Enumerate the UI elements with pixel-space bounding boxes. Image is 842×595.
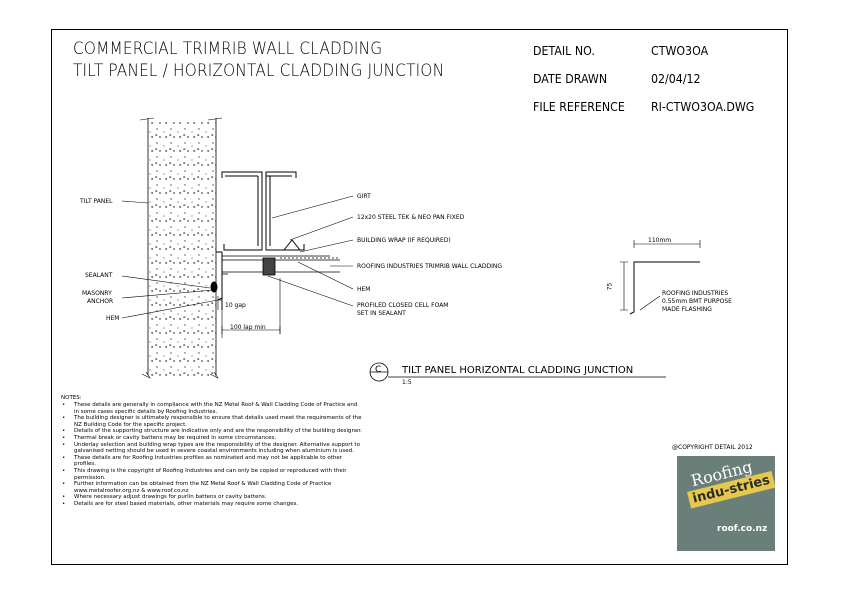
note-item: Underlay selection and building wrap typ… xyxy=(60,442,364,455)
label-gap: 10 gap xyxy=(225,302,246,309)
label-masonry-line1: MASONRY xyxy=(82,290,112,297)
date-value: 02/04/12 xyxy=(651,72,701,86)
label-tilt-panel: TILT PANEL xyxy=(80,198,113,205)
leader-lines xyxy=(121,195,661,319)
label-lap: 100 lap min xyxy=(230,324,266,331)
note-item: These details are generally in complianc… xyxy=(60,402,364,415)
title-line-2: TILT PANEL / HORIZONTAL CLADDING JUNCTIO… xyxy=(73,61,445,81)
girt xyxy=(221,171,305,251)
section-letter: C xyxy=(375,365,382,375)
cladding-profile xyxy=(221,239,340,276)
note-item: Details of the supporting structure are … xyxy=(60,428,364,435)
label-flashing-height: 75 xyxy=(606,282,614,291)
tilt-panel-section xyxy=(139,117,223,379)
label-foam-line2: SET IN SEALANT xyxy=(357,310,406,317)
notes-list: These details are generally in complianc… xyxy=(60,402,364,508)
label-tek-fixing: 12x20 STEEL TEK & NEO PAN FIXED xyxy=(357,214,465,221)
label-flashing-width: 110mm xyxy=(648,237,672,244)
flashing-detail xyxy=(629,261,700,315)
label-building-wrap: BUILDING WRAP (IF REQUIRED) xyxy=(357,237,451,244)
roofing-industries-logo: Roofing indu-stries roof.co.nz xyxy=(677,456,775,551)
note-item: Thermal break or cavity battens may be r… xyxy=(60,435,364,442)
label-sealant: SEALANT xyxy=(85,272,113,279)
note-item: The building designer is ultimately resp… xyxy=(60,415,364,428)
label-flashing-note-2: 0.55mm BMT PURPOSE xyxy=(662,298,732,305)
label-foam-line1: PROFILED CLOSED CELL FOAM xyxy=(357,302,449,309)
label-hem-left: HEM xyxy=(106,315,120,322)
label-flashing-note-3: MADE FLASHING xyxy=(662,306,712,313)
section-scale: 1:5 xyxy=(402,379,412,386)
file-reference-label: FILE REFERENCE xyxy=(533,100,625,114)
note-item: This drawing is the copyright of Roofing… xyxy=(60,468,364,481)
note-item: Where necessary adjust drawings for purl… xyxy=(60,494,364,501)
drawing-frame xyxy=(51,29,788,565)
label-masonry-line2: ANCHOR xyxy=(87,298,114,305)
detail-no-value: CTWO3OA xyxy=(651,44,709,58)
title-line-1: COMMERCIAL TRIMRIB WALL CLADDING xyxy=(73,39,383,59)
file-reference-value: RI-CTWO3OA.DWG xyxy=(651,100,755,114)
note-item: These details are for Roofing Industries… xyxy=(60,455,364,468)
label-girt: GIRT xyxy=(357,193,371,200)
dimension-lines xyxy=(217,240,701,338)
note-item: Details are for steel based materials, o… xyxy=(60,501,364,508)
detail-no-label: DETAIL NO. xyxy=(533,44,595,58)
label-cladding: ROOFING INDUSTRIES TRIMRIB WALL CLADDING xyxy=(357,263,503,270)
date-label: DATE DRAWN xyxy=(533,72,608,86)
notes-heading: NOTES: xyxy=(61,395,82,401)
label-hem-right: HEM xyxy=(357,286,371,293)
label-flashing-note-1: ROOFING INDUSTRIES xyxy=(662,290,729,297)
section-title: TILT PANEL HORIZONTAL CLADDING JUNCTION xyxy=(402,365,634,376)
flashing-profile xyxy=(210,251,223,310)
note-item: Further information can be obtained from… xyxy=(60,481,364,494)
section-marker xyxy=(369,362,666,382)
logo-url: roof.co.nz xyxy=(717,524,768,534)
copyright-text: @COPYRIGHT DETAIL 2012 xyxy=(672,444,753,451)
